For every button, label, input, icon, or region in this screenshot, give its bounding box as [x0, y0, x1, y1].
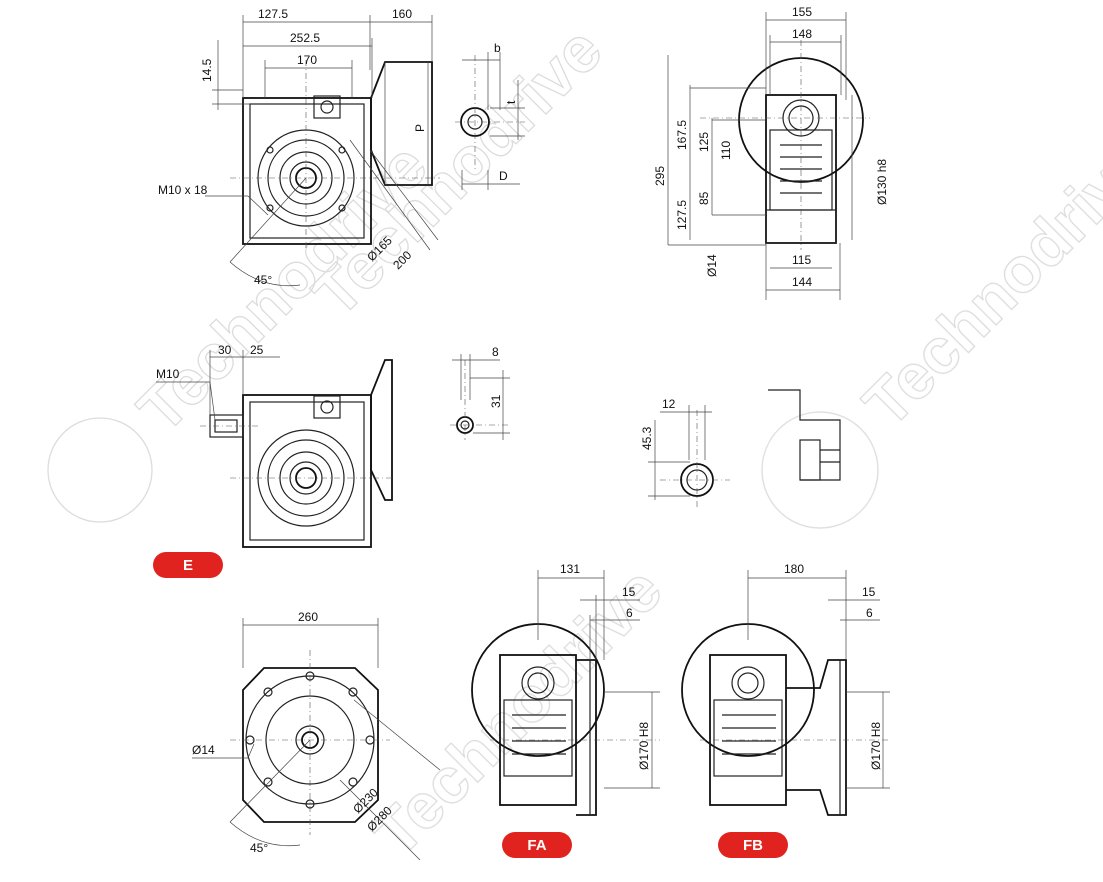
- dim-160: 160: [392, 7, 412, 21]
- fb-housing: [709, 654, 787, 806]
- shaft-key-detail: b t D: [455, 41, 525, 190]
- housing-inner: [249, 103, 365, 239]
- dim-252-5: 252.5: [290, 31, 320, 45]
- partial-view: [768, 389, 841, 481]
- housing-outline-e: [242, 394, 372, 548]
- dim-155: 155: [792, 5, 812, 19]
- dim-b: b: [494, 41, 501, 55]
- mid-key-detail: 8 31: [450, 345, 510, 440]
- fb-dim-dia-170-h8: Ø170 H8: [869, 722, 883, 770]
- housing-outline: [242, 97, 372, 245]
- mid-front-view: M10 30 25: [156, 343, 395, 548]
- dim-dia-14-side: Ø14: [705, 254, 719, 277]
- dim-85: 85: [697, 191, 711, 205]
- dim-144: 144: [792, 275, 812, 289]
- dim-167-5: 167.5: [675, 120, 689, 150]
- dim-dia-130-h8: Ø130 h8: [875, 159, 889, 205]
- fa-housing: [499, 654, 577, 806]
- dim-260: 260: [298, 610, 318, 624]
- dim-14-5: 14.5: [200, 58, 214, 82]
- badge-fb: FB: [718, 832, 788, 858]
- top-boss: [313, 95, 341, 119]
- dim-110: 110: [719, 141, 733, 160]
- fa-view: 131 15 6 Ø170 H8: [471, 562, 660, 816]
- fb-mount-flange: [786, 659, 847, 816]
- dim-45-3: 45.3: [640, 426, 654, 450]
- fb-dim-6: 6: [866, 606, 873, 620]
- dim-148: 148: [792, 27, 812, 41]
- label-m10: M10: [156, 367, 180, 381]
- dim-127-5-side: 127.5: [675, 200, 689, 230]
- dim-p: P: [413, 124, 427, 132]
- flange-octagon: [242, 667, 379, 823]
- dim-31: 31: [489, 394, 503, 408]
- fa-dim-131: 131: [560, 562, 580, 576]
- dim-8: 8: [492, 345, 499, 359]
- dim-d: D: [499, 169, 508, 183]
- badge-fa: FA: [502, 832, 572, 858]
- dim-angle-45: 45°: [254, 273, 272, 287]
- fa-dim-15: 15: [622, 585, 636, 599]
- dim-127-5: 127.5: [258, 7, 288, 21]
- mid-key2-detail: 12 45.3: [640, 389, 841, 510]
- fa-dim-dia-170-h8: Ø170 H8: [637, 722, 651, 770]
- fb-view: 180 15 6 Ø170 H8: [681, 562, 890, 816]
- dim-dia-14-flange: Ø14: [192, 743, 215, 757]
- dim-t: t: [504, 100, 518, 104]
- watermark-text-1: Technodrive: [124, 129, 441, 446]
- fb-dim-15: 15: [862, 585, 876, 599]
- badge-e: E: [153, 552, 223, 578]
- dim-125-visible: 125: [697, 132, 711, 152]
- top-side-view: 155 148 167.5 125 125 110 295 85 127.5 Ø…: [653, 5, 889, 300]
- dim-25: 25: [250, 343, 264, 357]
- watermark-text-4: Technodrive: [359, 553, 676, 870]
- fa-mount-flange: [576, 659, 597, 816]
- dim-295: 295: [653, 166, 667, 186]
- watermark-logo-circle-2: [761, 411, 879, 529]
- fb-dim-180: 180: [784, 562, 804, 576]
- fa-dim-6: 6: [626, 606, 633, 620]
- label-m10x18: M10 x 18: [158, 183, 208, 197]
- fb-flange-disc: [681, 623, 815, 757]
- dim-115: 115: [792, 253, 811, 267]
- dim-30: 30: [218, 343, 232, 357]
- dim-angle-45-flange: 45°: [250, 841, 268, 855]
- dim-12: 12: [662, 397, 676, 411]
- dim-170: 170: [297, 53, 317, 67]
- watermark-logo-circle-1: [47, 417, 153, 523]
- output-flange-e: [370, 359, 393, 501]
